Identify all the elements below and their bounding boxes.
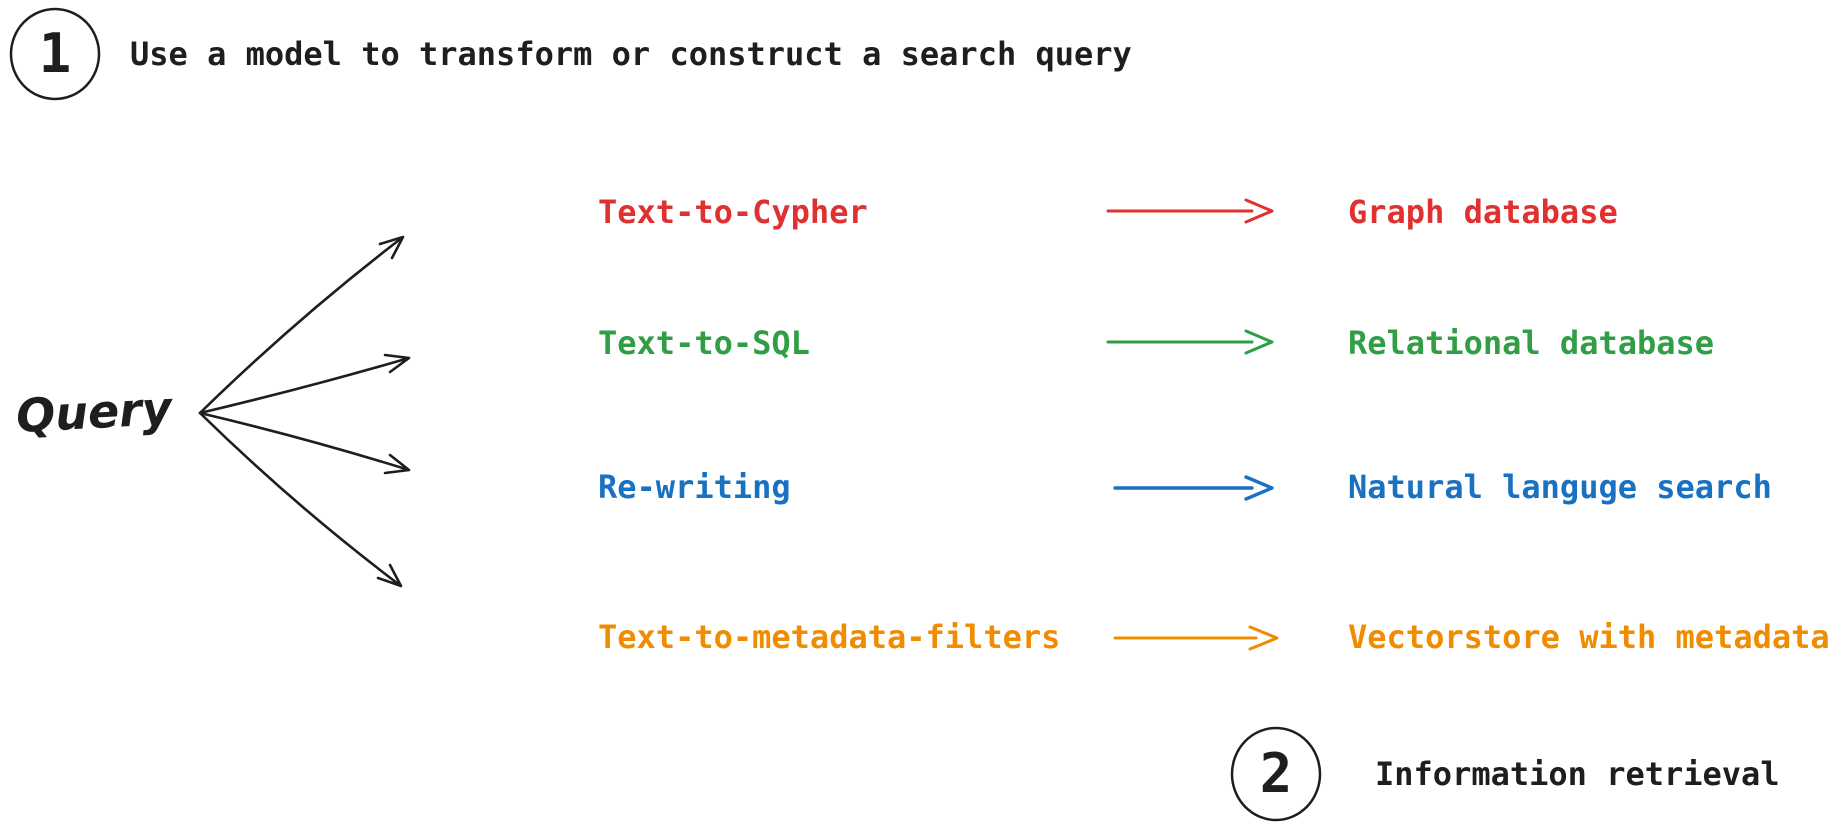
target-label-vectorstore-with-metadata: Vectorstore with metadata	[1348, 618, 1830, 656]
step2-label: Information retrieval	[1375, 755, 1780, 793]
step1-label: Use a model to transform or construct a …	[130, 35, 1132, 73]
row-arrow-cypher	[1106, 198, 1274, 224]
query-node-label: Query	[14, 380, 174, 444]
target-label-natural-language-search: Natural languge search	[1348, 468, 1772, 506]
method-label-re-writing: Re-writing	[598, 468, 791, 506]
row-arrow-metadata	[1113, 625, 1279, 651]
step1-number: 1	[38, 22, 72, 85]
fan-arrow-to-metadata	[198, 411, 403, 588]
query-fan-arrows	[198, 235, 411, 588]
step1-circle	[9, 7, 101, 101]
step2-circle	[1230, 726, 1322, 822]
method-label-text-to-metadata-filters: Text-to-metadata-filters	[598, 618, 1061, 656]
fan-arrow-to-rewriting	[198, 411, 411, 475]
row-arrow-rewriting	[1113, 475, 1274, 501]
method-label-text-to-cypher: Text-to-Cypher	[598, 193, 868, 231]
target-label-relational-database: Relational database	[1348, 324, 1715, 362]
fan-arrow-to-sql	[198, 353, 411, 415]
method-label-text-to-sql: Text-to-SQL	[598, 324, 810, 362]
target-label-graph-database: Graph database	[1348, 193, 1618, 231]
step2-number: 2	[1259, 742, 1293, 805]
fan-arrow-to-cypher	[198, 235, 405, 415]
row-arrow-sql	[1106, 329, 1274, 355]
